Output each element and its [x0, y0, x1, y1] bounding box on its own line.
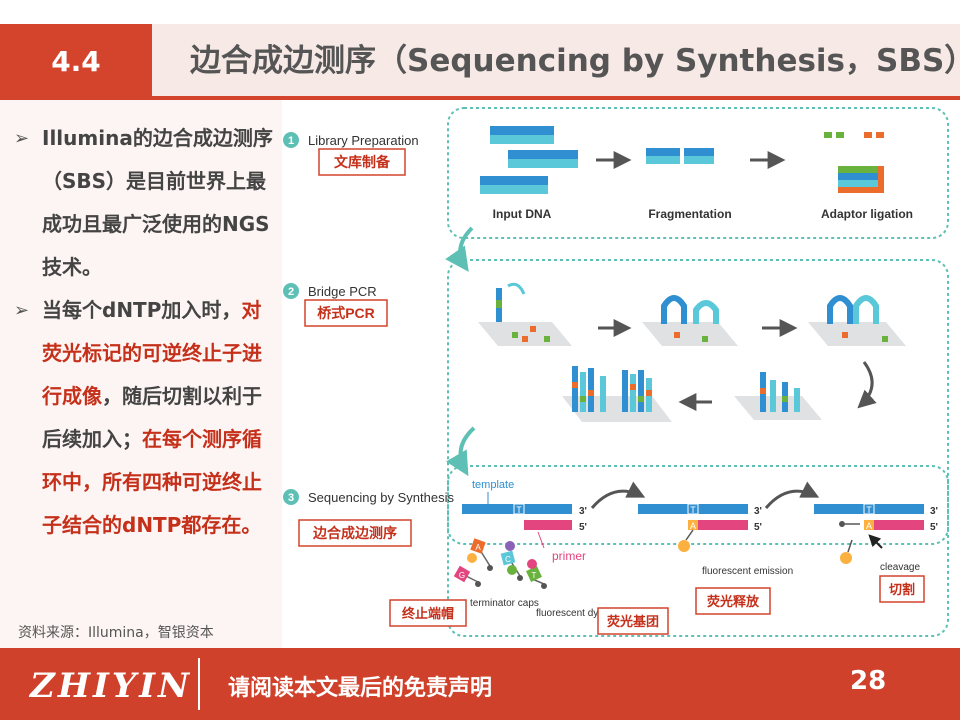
template-strand-3 — [814, 503, 924, 564]
cn-label: 桥式PCR — [317, 305, 375, 321]
cn-label-box — [389, 599, 467, 627]
cn-label: 文库制备 — [334, 154, 391, 170]
nucleotide-letter: G — [459, 571, 465, 580]
cn-label: 切割 — [889, 582, 915, 597]
terminator-label: terminator caps — [470, 598, 539, 609]
cn-label-box — [318, 148, 406, 176]
base-letter: T — [690, 505, 696, 515]
bullet-highlight: 在每个测序循环中，所有四种可逆终止子结合的dNTP都存在。 — [42, 427, 262, 537]
bullet-item: ➢ Illumina的边合成边测序（SBS）是目前世界上最成功且最广泛使用的NGS… — [14, 117, 276, 289]
flowcell-stage-1 — [478, 282, 572, 346]
flow-arrow — [445, 426, 476, 477]
label-text: fluorescent dye — [536, 608, 604, 619]
bridge-frame — [447, 259, 949, 545]
adaptor-graphic — [824, 132, 884, 193]
footer-divider — [198, 658, 200, 710]
step-number: 2 — [288, 286, 294, 298]
sequencing-frame — [447, 465, 949, 637]
input-dna-label: Input DNA — [493, 207, 552, 221]
step-number-circle — [283, 489, 299, 505]
template-label: template — [472, 479, 514, 491]
step-label: Sequencing by Synthesis — [308, 490, 454, 505]
disclaimer-text: 请阅读本文最后的免责声明 — [228, 676, 493, 701]
cleavage-label: cleavage — [880, 562, 920, 573]
step-number-circle — [283, 132, 299, 148]
sbs-diagram: 1 Library Preparation 文库制备 2 Bridge PCR … — [283, 107, 949, 637]
base-letter: A — [866, 521, 872, 531]
arrow-bullet-icon: ➢ — [14, 128, 30, 149]
bullet-text: ，随后切割以利于后续加入； — [42, 384, 262, 451]
process-arrow — [764, 481, 820, 509]
header-rule — [0, 96, 960, 100]
end-label: 5' — [754, 522, 762, 533]
bullet-highlight: 对荧光标记的可逆终止子进行成像 — [42, 298, 262, 408]
section-number: 4.4 — [0, 24, 152, 98]
cluster-graphic — [562, 366, 672, 422]
emission-label: fluorescent emission — [702, 566, 793, 577]
end-label: 3' — [930, 506, 938, 517]
pointer-line — [537, 531, 545, 549]
template-strand-2 — [638, 503, 748, 552]
end-label: 3' — [754, 506, 762, 517]
process-arrow — [857, 361, 877, 409]
arrow-bullet-icon: ➢ — [14, 300, 30, 321]
header: 4.4 边合成边测序（Sequencing by Synthesis，SBS） — [0, 24, 960, 98]
adaptor-label: Adaptor ligation — [821, 207, 913, 221]
bullet-item: ➢ 当每个dNTP加入时，对荧光标记的可逆终止子进行成像，随后切割以利于后续加入；… — [14, 289, 276, 547]
step-label: Library Preparation — [308, 133, 419, 148]
step-number: 1 — [288, 135, 294, 147]
cn-label-box — [304, 299, 388, 327]
bullet-text: Illumina的边合成边测序（SBS）是目前世界上最成功且最广泛使用的NGS技… — [42, 126, 273, 279]
footer: ZHIYIN 请阅读本文最后的免责声明 28 — [0, 648, 960, 720]
cn-label: 终止端帽 — [402, 606, 454, 621]
flowcell-stage-2 — [642, 295, 738, 346]
nucleotide-pool — [453, 538, 547, 589]
step-label-line: Sequencing by Synthesis — [308, 490, 454, 505]
cn-label: 荧光基团 — [607, 614, 659, 629]
fragmentation-label: Fragmentation — [648, 207, 731, 221]
title-bar — [152, 24, 960, 98]
dye-label: fluorescent dye — [536, 608, 604, 619]
brand-logo: ZHIYIN — [30, 666, 193, 706]
end-label: 5' — [579, 522, 587, 533]
page-number: 28 — [850, 666, 887, 696]
end-label: 3' — [579, 506, 587, 517]
page-title: 边合成边测序（Sequencing by Synthesis，SBS） — [190, 43, 960, 79]
cn-label: 荧光释放 — [707, 594, 760, 609]
library-frame — [447, 107, 949, 239]
bullet-text: 当每个dNTP加入时， — [42, 298, 242, 322]
nucleotide-letter: T — [532, 571, 537, 580]
left-column — [0, 100, 282, 648]
template-strand-1 — [462, 503, 572, 530]
base-letter: A — [690, 521, 696, 531]
flow-arrow — [445, 226, 474, 272]
base-letter: T — [866, 505, 872, 515]
nucleotide-letter: A — [475, 543, 481, 552]
cn-label-box — [597, 607, 669, 635]
label-text: fluorescent emission — [702, 566, 793, 577]
step-number-circle — [283, 283, 299, 299]
input-dna-graphic — [480, 126, 578, 194]
flowcell-stage-3 — [808, 295, 906, 346]
step-label: Bridge PCR — [308, 284, 377, 299]
cn-label: 边合成边测序 — [312, 525, 397, 541]
source-note: 资料来源：Illumina，智银资本 — [18, 625, 214, 641]
end-label: 5' — [930, 522, 938, 533]
step-number: 3 — [288, 492, 294, 504]
bullet-list: ➢ Illumina的边合成边测序（SBS）是目前世界上最成功且最广泛使用的NGS… — [14, 117, 276, 547]
process-arrow — [590, 481, 646, 509]
nucleotide-letter: C — [505, 555, 511, 564]
base-letter: T — [516, 505, 522, 515]
primer-label: primer — [552, 549, 586, 563]
cn-label-box — [298, 519, 412, 547]
label-text: terminator caps — [470, 598, 539, 609]
cn-label-box — [879, 575, 925, 603]
flowcell-stage-4 — [734, 372, 822, 420]
fragment-graphic — [646, 148, 714, 164]
cn-label-box — [695, 587, 771, 615]
